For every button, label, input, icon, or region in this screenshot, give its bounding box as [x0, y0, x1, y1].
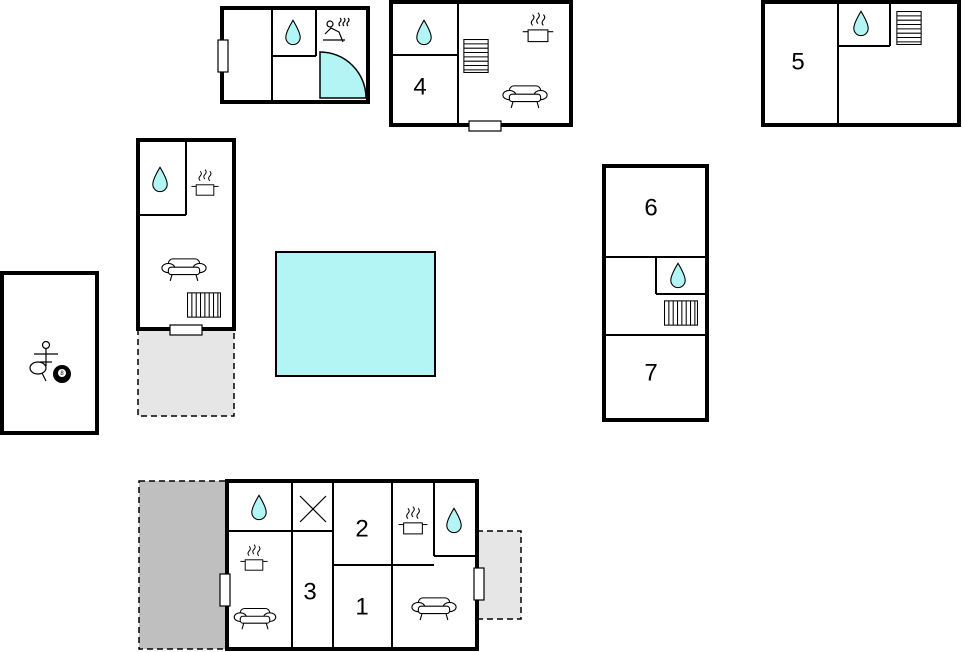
stairs-icon	[463, 38, 489, 74]
games-room: 8	[0, 271, 99, 435]
sauna-door-arc	[319, 51, 367, 99]
foosball-icon	[34, 340, 58, 366]
room-7-label: 7	[644, 359, 657, 386]
stairs-icon	[663, 300, 699, 326]
room-2-label: 2	[355, 515, 368, 542]
room-1-label: 1	[355, 593, 368, 620]
billiards-icon: 8	[53, 365, 71, 383]
main-building: 1 2 3	[138, 479, 522, 651]
room-6-label: 6	[644, 194, 657, 221]
table-tennis-icon	[29, 361, 47, 382]
building-room-5: 5	[761, 0, 961, 127]
room-3-label: 3	[303, 578, 316, 605]
sauna-building	[217, 6, 370, 104]
stairs-icon	[186, 292, 222, 318]
pool	[275, 251, 436, 377]
room-4-label: 4	[413, 73, 426, 100]
toilet-icon	[299, 495, 327, 523]
building-room-4: 4	[389, 0, 573, 132]
building-left-middle	[136, 138, 236, 417]
building-rooms-6-7: 6 7	[602, 164, 709, 422]
svg-text:8: 8	[60, 371, 64, 377]
stairs-icon	[896, 10, 922, 46]
sauna-icon	[323, 17, 350, 43]
room-5-label: 5	[791, 48, 804, 75]
